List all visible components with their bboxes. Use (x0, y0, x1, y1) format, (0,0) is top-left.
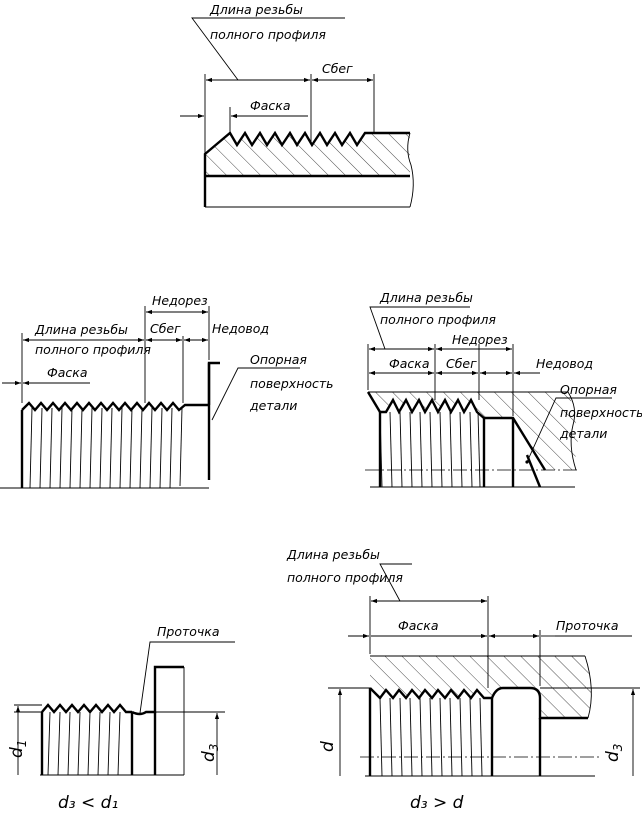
fig2-leader-bearing (211, 367, 300, 421)
fig3-leader-dot (525, 460, 529, 464)
fig1-label-full-profile-2: полного профиля (210, 27, 326, 42)
fig1-label-chamfer: Фаска (250, 98, 291, 113)
fig2-thread-flanks (29, 407, 183, 489)
fig5-label-full-profile-1: Длина резьбы (286, 547, 380, 562)
fig5-label-d: d (318, 741, 338, 752)
fig1-break-line (407, 132, 414, 208)
fig5-formula: d₃ > d (410, 793, 464, 813)
fig3-label-full-profile-1: Длина резьбы (379, 290, 473, 305)
fig4-label-d3: d3 (199, 744, 221, 762)
fig1-label-runout: Сбег (322, 61, 353, 76)
fig2-label-runout: Сбег (150, 321, 181, 336)
fig3-thread-flanks (379, 411, 481, 488)
fig4-formula: d₃ < d₁ (58, 793, 118, 813)
fig5-label-groove: Проточка (556, 618, 619, 633)
fig4-thread-flanks (47, 711, 121, 776)
fig3-leader-full-profile (369, 306, 470, 350)
figure-1-internal-thread-section: Длина резьбы полного профиля Сбег Фаска (180, 2, 414, 208)
fig3-bearing-chamfer (525, 454, 542, 488)
fig4-label-groove: Проточка (157, 624, 220, 639)
fig2-label-bearing-1: Опорная (250, 352, 307, 367)
fig3-hatched-body (368, 392, 578, 470)
fig4-leader-groove (139, 641, 235, 714)
fig2-label-chamfer: Фаска (47, 365, 88, 380)
fig4-label-d1: d1 (7, 740, 29, 758)
fig5-thread-profile (369, 686, 588, 720)
fig1-thread-profile (203, 130, 410, 176)
fig5-label-chamfer: Фаска (398, 618, 439, 633)
fig2-label-undercut: Недорез (152, 293, 208, 308)
figure-3-hole-with-undercut: Длина резьбы полного профиля Недорез Фас… (365, 290, 642, 488)
fig2-label-bearing-3: детали (249, 398, 297, 413)
fig2-label-full-profile-2: полного профиля (35, 342, 151, 357)
fig5-thread-flanks (379, 697, 483, 777)
fig1-leader-full-profile (191, 17, 345, 81)
fig3-label-bearing-3: детали (559, 426, 607, 441)
fig4-thread-crest (41, 703, 132, 714)
fig3-label-undercut: Недорез (452, 332, 508, 347)
figure-2-bolt-with-undercut: Длина резьбы полного профиля Сбег Недоре… (0, 293, 334, 489)
fig5-label-d3: d3 (603, 744, 625, 762)
fig3-break-right (567, 391, 577, 471)
fig3-label-runout: Сбег (446, 356, 477, 371)
fig3-thread-profile (366, 391, 547, 471)
fig2-label-incomplete: Недовод (212, 321, 269, 336)
fig3-label-full-profile-2: полного профиля (380, 312, 496, 327)
figure-5-hole-with-groove: d d3 Длина резьбы полного профиля Фаска … (286, 547, 640, 813)
fig5-label-full-profile-2: полного профиля (287, 570, 403, 585)
fig2-label-full-profile-1: Длина резьбы (34, 322, 128, 337)
fig3-label-bearing-1: Опорная (560, 382, 617, 397)
fig3-label-incomplete: Недовод (536, 356, 593, 371)
fig2-label-bearing-2: поверхность (250, 376, 334, 391)
figure-4-bolt-with-groove: d1 d3 Проточка d₃ < d₁ (7, 624, 235, 813)
fig4-groove (130, 665, 184, 775)
fig2-thread-crest (21, 401, 209, 412)
fig5-break-right (584, 655, 592, 719)
fig5-hatched-body (370, 656, 592, 718)
fig3-leader-bearing (526, 397, 612, 463)
fig2-shoulder-face (207, 361, 220, 480)
fig3-label-bearing-2: поверхность (560, 405, 642, 420)
fig1-label-full-profile-1: Длина резьбы (209, 2, 303, 17)
fig3-label-chamfer: Фаска (389, 356, 430, 371)
fig5-leader-full-profile (379, 563, 412, 602)
